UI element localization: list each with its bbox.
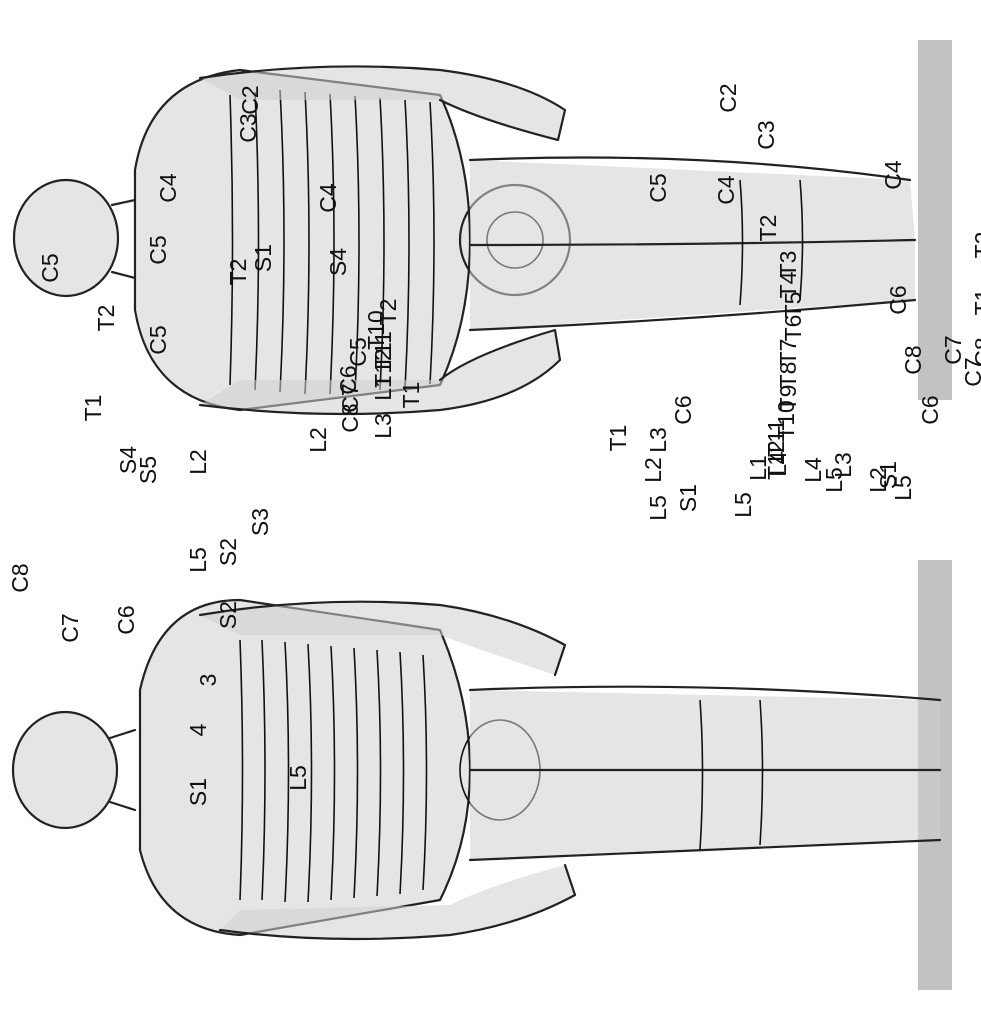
back-dermatome-label: C5	[145, 325, 171, 354]
front-dermatome-label: C2	[715, 83, 741, 112]
back-dermatome-label: C8	[7, 563, 33, 592]
back-dermatome-label: L2	[305, 427, 331, 453]
front-dermatome-label: T6	[780, 315, 806, 342]
back-dermatome-label: C7	[57, 613, 83, 642]
back-dermatome-label: S5	[135, 456, 161, 484]
front-dermatome-label: S1	[675, 484, 701, 512]
back-dermatome-label: C6	[113, 605, 139, 634]
back-dermatome-label: S1	[250, 244, 276, 272]
back-dermatome-label: T1	[398, 382, 424, 409]
front-dermatome-label: T2	[970, 232, 981, 259]
back-dermatome-label: L5	[285, 765, 311, 791]
back-dermatome-label: C8	[337, 403, 363, 432]
front-dermatome-label: C6	[885, 285, 911, 314]
back-dermatome-label: C5	[345, 337, 371, 366]
front-dermatome-label: C6	[917, 395, 943, 424]
back-dermatome-label: L2	[185, 449, 211, 475]
back-dermatome-label: T1	[80, 395, 106, 422]
front-dermatome-label: L5	[730, 492, 756, 518]
front-dermatome-label: T1	[970, 289, 981, 316]
back-dermatome-label: C3	[235, 113, 261, 142]
back-dermatome-label: L1	[370, 375, 396, 401]
front-dermatome-label: L5	[645, 495, 671, 521]
front-dermatome-label: T2	[755, 215, 781, 242]
front-dermatome-label: C8	[900, 345, 926, 374]
back-dermatome-label: S2	[215, 601, 241, 629]
front-dermatome-label: C5	[645, 173, 671, 202]
back-dermatome-label: C2	[237, 85, 263, 114]
back-dermatome-label: C4	[155, 173, 181, 203]
front-dermatome-label: C6	[670, 395, 696, 424]
back-dermatome-label: C4	[315, 183, 341, 213]
front-dermatome-label: C3	[753, 120, 779, 149]
back-dermatome-label: S4	[325, 248, 351, 276]
back-dermatome-label: T2	[375, 299, 401, 326]
front-dermatome-label: C4	[880, 160, 906, 190]
front-dermatome-label: T8	[775, 362, 801, 389]
back-dermatome-label: L3	[370, 413, 396, 439]
front-dermatome-label: L2	[640, 457, 666, 483]
back-dermatome-label: T2	[93, 305, 119, 332]
front-dermatome-label: T7	[775, 339, 801, 366]
back-dermatome-label: S3	[247, 508, 273, 536]
back-dermatome-label: C5	[145, 235, 171, 264]
back-dermatome-label: 3	[195, 674, 221, 687]
front-dermatome-label: T5	[780, 292, 806, 319]
back-dermatome-label: C5	[37, 253, 63, 282]
back-dermatome-label: T2	[225, 259, 251, 286]
front-dermatome-label: T1	[605, 425, 631, 452]
back-dermatome-label: 4	[185, 723, 211, 736]
back-dermatome-label: L5	[185, 547, 211, 573]
front-dermatome-label: C7	[960, 357, 981, 386]
back-dermatome-label: S2	[215, 538, 241, 566]
front-dermatome-label: L3	[645, 427, 671, 453]
front-view-figure	[13, 600, 940, 939]
back-dermatome-label: S1	[185, 778, 211, 806]
front-dermatome-label: L4	[765, 451, 791, 477]
front-dermatome-label: S1	[875, 461, 901, 489]
front-dermatome-label: L5	[821, 467, 847, 493]
front-dermatome-label: C4	[713, 175, 739, 205]
